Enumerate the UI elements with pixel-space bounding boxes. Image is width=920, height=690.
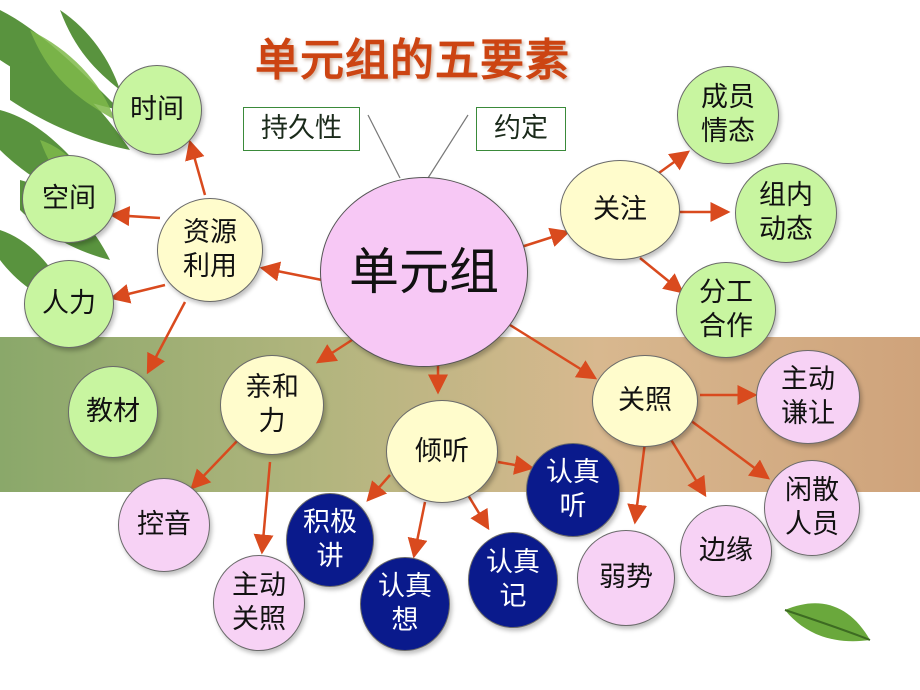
- line-agreement: [427, 114, 469, 179]
- node-voice: 控音: [118, 478, 210, 572]
- node-edge: 边缘: [680, 505, 772, 597]
- arrow-center-care: [509, 323, 598, 380]
- arrow-listen-hear: [497, 455, 535, 475]
- arrow-center-attention: [517, 227, 571, 250]
- arrow-center-resource: [259, 261, 323, 282]
- arrow-resource-materials: [146, 301, 187, 375]
- slide-title: 单元组的五要素: [255, 35, 570, 86]
- node-active-care: 主动 关照: [213, 555, 305, 651]
- hub-attention: 关注: [560, 160, 680, 260]
- arrow-affinity-active: [253, 461, 274, 555]
- tag-agreement: 约定: [476, 107, 566, 151]
- arrow-listen-think: [407, 501, 428, 559]
- arrow-center-affinity: [315, 338, 353, 364]
- node-member-mood: 成员 情态: [677, 66, 779, 164]
- node-hear: 认真 听: [526, 443, 620, 537]
- arrow-listen-speak: [366, 474, 391, 502]
- node-time: 时间: [112, 65, 202, 155]
- node-division: 分工 合作: [676, 262, 776, 358]
- line-persistence: [367, 114, 401, 179]
- node-materials: 教材: [68, 366, 158, 458]
- node-weak: 弱势: [577, 530, 675, 626]
- arrow-care-weak: [627, 441, 648, 525]
- node-idle: 闲散 人员: [764, 460, 860, 556]
- node-speak: 积极 讲: [286, 493, 374, 587]
- arrow-care-idle: [689, 418, 771, 480]
- arrow-attention-division: [639, 257, 684, 294]
- node-manpower: 人力: [24, 260, 114, 348]
- arrow-resource-space: [109, 206, 161, 227]
- arrow-resource-time: [185, 139, 207, 196]
- hub-resource: 资源 利用: [157, 198, 263, 302]
- node-group-dynamics: 组内 动态: [735, 163, 837, 263]
- node-yield: 主动 谦让: [756, 350, 860, 444]
- arrow-care-edge: [668, 437, 707, 498]
- hub-affinity: 亲和 力: [220, 355, 324, 455]
- hub-listen: 倾听: [386, 400, 498, 503]
- node-note: 认真 记: [468, 532, 558, 628]
- node-think: 认真 想: [360, 557, 450, 651]
- arrow-listen-note: [466, 494, 490, 531]
- tag-persistence: 持久性: [243, 107, 360, 151]
- node-space: 空间: [22, 155, 116, 243]
- center-node: 单元组: [320, 177, 528, 367]
- arrow-resource-manpower: [109, 283, 166, 304]
- hub-care: 关照: [592, 355, 698, 447]
- arrow-affinity-voice: [190, 439, 239, 490]
